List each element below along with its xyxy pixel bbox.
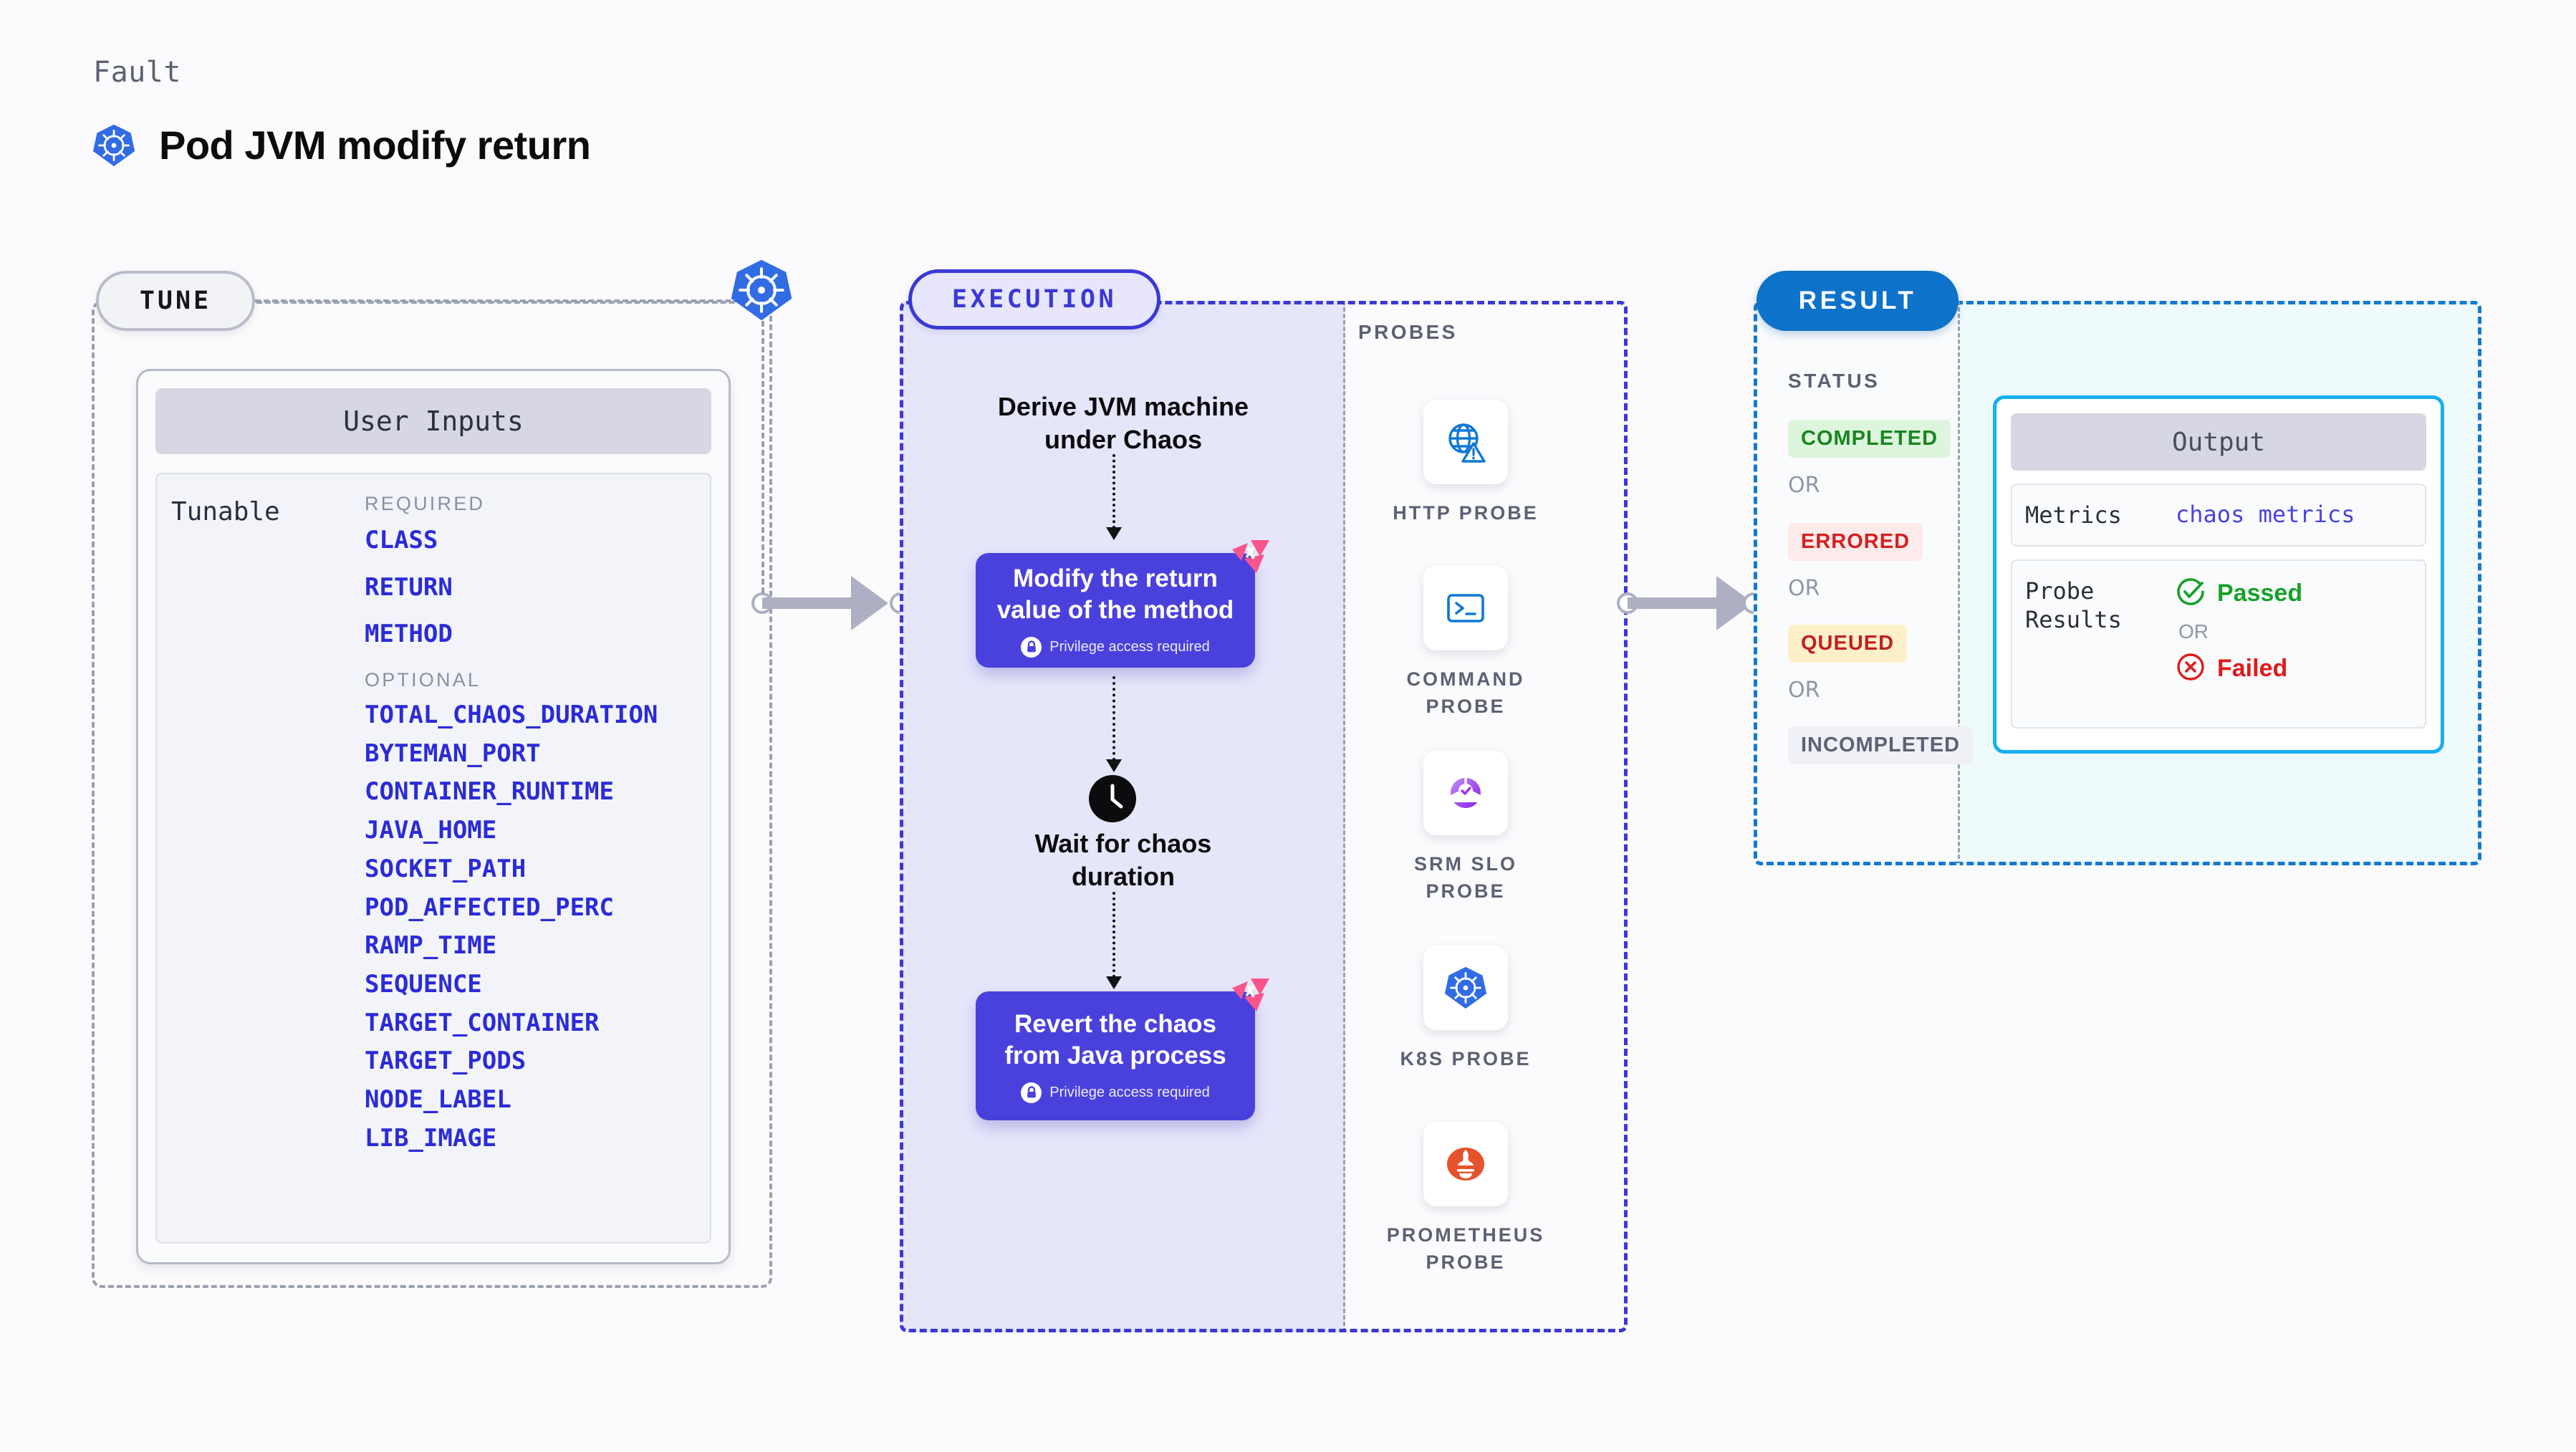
param-target-pods[interactable]: TARGET_PODS <box>365 1047 527 1076</box>
optional-group-title: OPTIONAL <box>365 669 481 691</box>
srm-slo-icon[interactable] <box>1423 751 1508 835</box>
fault-title-row: Pod JVM modify return <box>92 122 591 168</box>
page-title: Pod JVM modify return <box>159 122 591 168</box>
probes-title: PROBES <box>1358 321 1458 343</box>
metrics-key: Metrics <box>2025 501 2122 529</box>
probe-http-label: HTTP PROBE <box>1393 502 1539 524</box>
param-method[interactable]: METHOD <box>365 620 453 649</box>
status-title: STATUS <box>1788 370 1880 392</box>
probe-k8s-label: K8S PROBE <box>1400 1048 1532 1069</box>
fault-eyebrow-label: Fault <box>93 56 181 89</box>
probe-result-passed: Passed <box>2176 577 2302 610</box>
required-group-title: REQUIRED <box>365 493 486 514</box>
execution-probes-panel <box>900 301 1628 1332</box>
prometheus-icon[interactable] <box>1423 1122 1508 1206</box>
kubernetes-icon <box>729 258 794 326</box>
required-params-group: REQUIRED CLASS RETURN METHOD <box>365 493 700 648</box>
status-badge-completed[interactable]: COMPLETED <box>1788 420 1951 458</box>
status-badge-errored[interactable]: ERRORED <box>1788 523 1923 561</box>
user-inputs-header: User Inputs <box>155 388 711 454</box>
result-badge[interactable]: RESULT <box>1756 271 1959 331</box>
optional-params-group: OPTIONAL TOTAL_CHAOS_DURATION BYTEMAN_PO… <box>365 669 700 1151</box>
tune-badge-label: TUNE <box>139 287 212 315</box>
param-class[interactable]: CLASS <box>365 526 438 554</box>
execution-badge-label: EXECUTION <box>951 285 1118 314</box>
param-ramp-time[interactable]: RAMP_TIME <box>365 931 497 961</box>
param-sequence[interactable]: SEQUENCE <box>365 969 482 999</box>
probe-http[interactable]: HTTP PROBE <box>1358 400 1573 527</box>
http-globe-icon[interactable] <box>1423 400 1508 484</box>
clock-icon <box>1089 775 1136 822</box>
probe-k8s[interactable]: K8S PROBE <box>1358 946 1573 1073</box>
flow-arrow-line-1 <box>1112 454 1115 529</box>
probe-result-failed: Failed <box>2176 652 2302 686</box>
user-inputs-card: User Inputs Tunable REQUIRED CLASS RETUR… <box>136 369 731 1264</box>
status-or-3: OR <box>1788 678 1820 703</box>
probe-result-passed-label: Passed <box>2217 580 2303 607</box>
tunable-box: Tunable REQUIRED CLASS RETURN METHOD OPT… <box>155 473 711 1244</box>
status-or-1: OR <box>1788 473 1820 498</box>
litmus-icon <box>1232 540 1269 578</box>
param-java-home[interactable]: JAVA_HOME <box>365 816 497 845</box>
param-return[interactable]: RETURN <box>365 572 453 602</box>
flow-arrow-line-2 <box>1112 676 1115 761</box>
param-pod-affected-perc[interactable]: POD_AFFECTED_PERC <box>365 893 614 922</box>
probe-results-values: Passed OR Failed <box>2176 577 2302 711</box>
lock-icon <box>1021 636 1042 658</box>
flow-arrow-head-1 <box>1106 527 1122 540</box>
param-total-chaos-duration[interactable]: TOTAL_CHAOS_DURATION <box>365 701 658 730</box>
result-badge-label: RESULT <box>1798 287 1917 314</box>
command-terminal-icon[interactable] <box>1423 566 1508 650</box>
output-header: Output <box>2011 413 2426 471</box>
tune-panel <box>92 301 772 1288</box>
execution-badge[interactable]: EXECUTION <box>908 269 1160 330</box>
param-container-runtime[interactable]: CONTAINER_RUNTIME <box>365 777 614 807</box>
status-badge-incompleted[interactable]: INCOMPLETED <box>1788 726 1974 764</box>
lock-icon <box>1021 1082 1042 1103</box>
probe-result-failed-label: Failed <box>2217 655 2288 682</box>
privilege-required-label: Privilege access required <box>1049 638 1210 655</box>
tune-connector-line <box>255 299 756 302</box>
kubernetes-icon <box>92 123 136 168</box>
param-byteman-port[interactable]: BYTEMAN_PORT <box>365 739 541 768</box>
status-badge-queued[interactable]: QUEUED <box>1788 625 1908 663</box>
tune-badge[interactable]: TUNE <box>96 271 255 331</box>
privilege-required-row: Privilege access required <box>1021 636 1210 658</box>
status-or-2: OR <box>1788 576 1820 601</box>
result-status-panel <box>1754 301 1960 865</box>
probe-result-or: OR <box>2178 620 2209 643</box>
kubernetes-icon[interactable] <box>1423 946 1508 1030</box>
param-node-label[interactable]: NODE_LABEL <box>365 1085 511 1114</box>
x-circle-icon <box>2176 652 2206 686</box>
param-target-container[interactable]: TARGET_CONTAINER <box>365 1008 600 1037</box>
privilege-required-row: Privilege access required <box>1021 1082 1210 1103</box>
output-metrics-row: Metrics chaos metrics <box>2011 484 2426 547</box>
metrics-value-link[interactable]: chaos metrics <box>2176 501 2355 528</box>
flow-arrow-head-2 <box>1106 759 1122 772</box>
flow-arrow-line-3 <box>1112 892 1115 978</box>
tunable-label: Tunable <box>171 497 280 527</box>
tune-k8s-stem-line <box>761 321 764 593</box>
litmus-icon <box>1232 979 1269 1016</box>
param-lib-image[interactable]: LIB_IMAGE <box>365 1123 497 1153</box>
flow-arrow-head-3 <box>1106 976 1122 989</box>
privilege-required-label: Privilege access required <box>1049 1084 1210 1100</box>
check-circle-icon <box>2176 577 2206 610</box>
param-socket-path[interactable]: SOCKET_PATH <box>365 854 527 883</box>
